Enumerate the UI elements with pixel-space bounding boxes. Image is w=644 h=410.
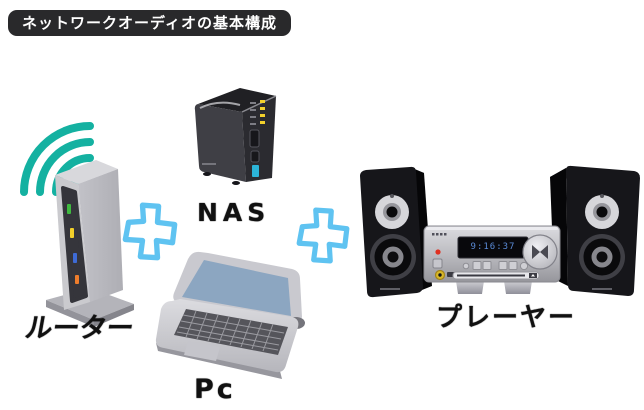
nas-box [194,88,277,185]
router-led-green [67,204,71,214]
title-text: ネットワークオーディオの基本構成 [22,14,277,32]
nas-power-accent [252,165,259,177]
receiver-logo [432,233,447,236]
router-label: ルーター [22,313,137,344]
title-banner: ネットワークオーディオの基本構成 [8,10,291,36]
laptop-screen [182,260,291,316]
nas-usb-port [250,150,260,163]
cd-slot [452,271,540,280]
laptop-trackpad [184,341,220,361]
volume-knob [522,234,558,270]
pc-label: Pc [194,374,236,405]
power-button [432,258,443,269]
nas-label: NAS [197,198,271,227]
right-speaker [550,165,640,296]
receiver-buttons [462,261,529,271]
router-led-orange [75,275,79,284]
receiver-display-text: 9:16:37 [470,242,516,252]
pc-illustration [155,251,305,379]
nas-illustration [194,88,277,185]
router-illustration [20,122,134,327]
router-led-yellow [70,228,74,238]
plus-icon-2 [296,207,350,264]
left-speaker [360,166,432,298]
router-tower [55,160,123,310]
router-led-blue [73,253,77,263]
receiver [423,225,561,294]
nas-leds [250,100,265,125]
laptop-body [155,299,299,379]
right-woofer [579,234,625,280]
power-led [435,249,441,255]
player-illustration [360,165,640,298]
left-woofer [370,234,416,280]
nas-drive-slot [249,129,260,148]
player-label: プレーヤー [436,303,577,333]
plus-icon-1 [122,202,178,261]
laptop-keyboard [174,309,288,355]
laptop-lid [173,251,305,329]
